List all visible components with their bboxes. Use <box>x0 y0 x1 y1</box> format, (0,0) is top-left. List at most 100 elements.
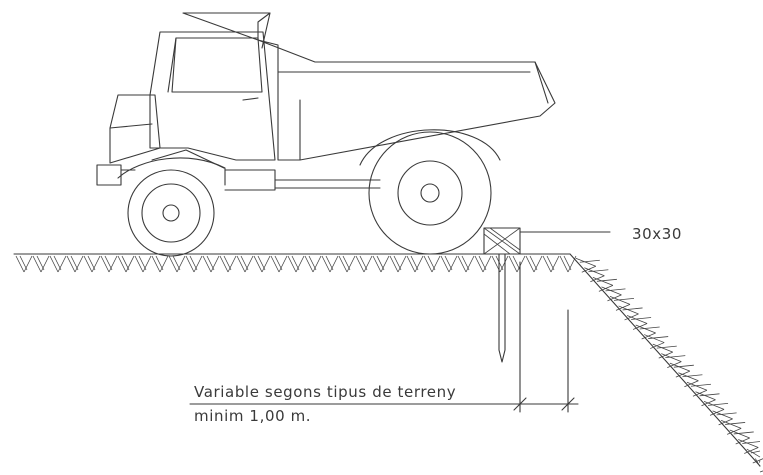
slope-hatch-stroke <box>703 400 725 410</box>
hatch-stroke <box>134 255 144 273</box>
slope-hatch-stroke <box>584 267 605 277</box>
hatch-stroke <box>32 255 42 273</box>
slope-hatch-stroke <box>690 383 711 387</box>
slope-hatch-stroke <box>618 305 639 315</box>
hatch-stroke <box>376 255 385 271</box>
slope-hatch-stroke <box>605 288 626 292</box>
hatch-stroke <box>550 255 560 273</box>
hatch-stroke <box>440 255 450 273</box>
slope-hatch-stroke <box>648 336 669 339</box>
hatch-stroke <box>57 255 67 273</box>
hatch-stroke <box>87 255 96 271</box>
hatch-stroke <box>104 255 113 271</box>
hatch-stroke <box>291 255 300 271</box>
slope-hatch <box>575 257 763 473</box>
hatch-stroke <box>478 255 487 271</box>
slope-hatch-stroke <box>601 286 622 296</box>
hatch-stroke <box>210 255 220 273</box>
hatch-stroke <box>236 255 246 273</box>
hatch-stroke <box>359 255 368 271</box>
hatch-stroke <box>529 255 538 271</box>
hatch-stroke <box>372 255 382 273</box>
hatch-stroke <box>23 255 33 273</box>
slope-hatch-stroke <box>716 412 737 416</box>
hatch-stroke <box>444 255 453 271</box>
hatch-stroke <box>406 255 416 273</box>
slope-hatch-stroke <box>588 269 609 273</box>
hatch-stroke <box>410 255 419 271</box>
front-wheel <box>127 169 215 257</box>
hatch-stroke <box>363 255 373 273</box>
hatch-stroke <box>74 255 84 273</box>
hatch-stroke <box>355 255 365 273</box>
hatch-stroke <box>240 255 249 271</box>
hatch-stroke <box>482 255 492 273</box>
ground-hatch <box>15 255 577 273</box>
hatch-stroke <box>83 255 93 273</box>
hatch-stroke <box>380 255 390 273</box>
hatch-stroke <box>40 255 50 273</box>
hatch-stroke <box>138 255 147 271</box>
hatch-stroke <box>512 255 521 271</box>
slope-hatch-stroke <box>579 259 600 263</box>
hatch-stroke <box>414 255 424 273</box>
hatch-stroke <box>338 255 348 273</box>
hatch-stroke <box>278 255 288 273</box>
slope-hatch-stroke <box>695 391 716 401</box>
slope-hatch-stroke <box>755 458 761 467</box>
slope-hatch-stroke <box>712 410 733 420</box>
hatch-stroke <box>172 255 181 271</box>
hatch-stroke <box>53 255 62 271</box>
dim-tick-left <box>513 397 527 411</box>
slope-hatch-stroke <box>758 460 761 463</box>
hatch-stroke <box>546 255 555 271</box>
slope-hatch-stroke <box>613 298 635 301</box>
dump-bed <box>182 12 556 161</box>
rear-wheel <box>359 129 501 255</box>
hatch-stroke <box>342 255 351 271</box>
hatch-stroke <box>100 255 110 273</box>
slope-hatch-stroke <box>738 439 759 448</box>
block-size-label: 30x30 <box>632 225 682 243</box>
hatch-stroke <box>397 255 407 273</box>
hatch-stroke <box>304 255 314 273</box>
hatch-stroke <box>329 255 339 273</box>
slope-hatch-stroke <box>631 317 652 320</box>
hatch-stroke <box>427 255 436 271</box>
hatch-stroke <box>253 255 263 273</box>
hatch-stroke <box>346 255 356 273</box>
hatch-stroke <box>117 255 127 273</box>
dim-tick-right <box>561 397 575 411</box>
slope-hatch-stroke <box>752 458 763 464</box>
ground-surface <box>13 253 763 473</box>
hatch-stroke <box>49 255 59 273</box>
hatch-stroke <box>223 255 232 271</box>
slope-hatch-stroke <box>652 343 673 353</box>
hatch-stroke <box>108 255 118 273</box>
hatch-stroke <box>270 255 280 273</box>
slope-hatch-stroke <box>575 257 596 267</box>
hatch-stroke <box>325 255 334 271</box>
hatch-stroke <box>206 255 215 271</box>
slope-hatch-stroke <box>609 296 631 305</box>
slope-hatch-stroke <box>708 402 729 406</box>
hatch-stroke <box>155 255 164 271</box>
slope-hatch-stroke <box>596 278 617 282</box>
hatch-stroke <box>559 255 569 273</box>
slope-hatch-stroke <box>635 324 656 334</box>
distance-label-line1: Variable segons tipus de terreny <box>194 383 456 401</box>
slope-hatch-stroke <box>744 447 759 454</box>
dump-truck <box>96 12 556 257</box>
hatch-stroke <box>257 255 266 271</box>
hatch-stroke <box>274 255 283 271</box>
slope-hatch-stroke <box>678 372 699 382</box>
hatch-stroke <box>423 255 433 273</box>
slope-hatch-stroke <box>746 448 761 458</box>
hatch-stroke <box>185 255 195 273</box>
slope-hatch-stroke <box>661 353 682 363</box>
stop-block <box>483 227 611 255</box>
slope-hatch-stroke <box>682 374 703 378</box>
hatch-stroke <box>312 255 322 273</box>
distance-label-line2: minim 1,00 m. <box>194 407 311 425</box>
